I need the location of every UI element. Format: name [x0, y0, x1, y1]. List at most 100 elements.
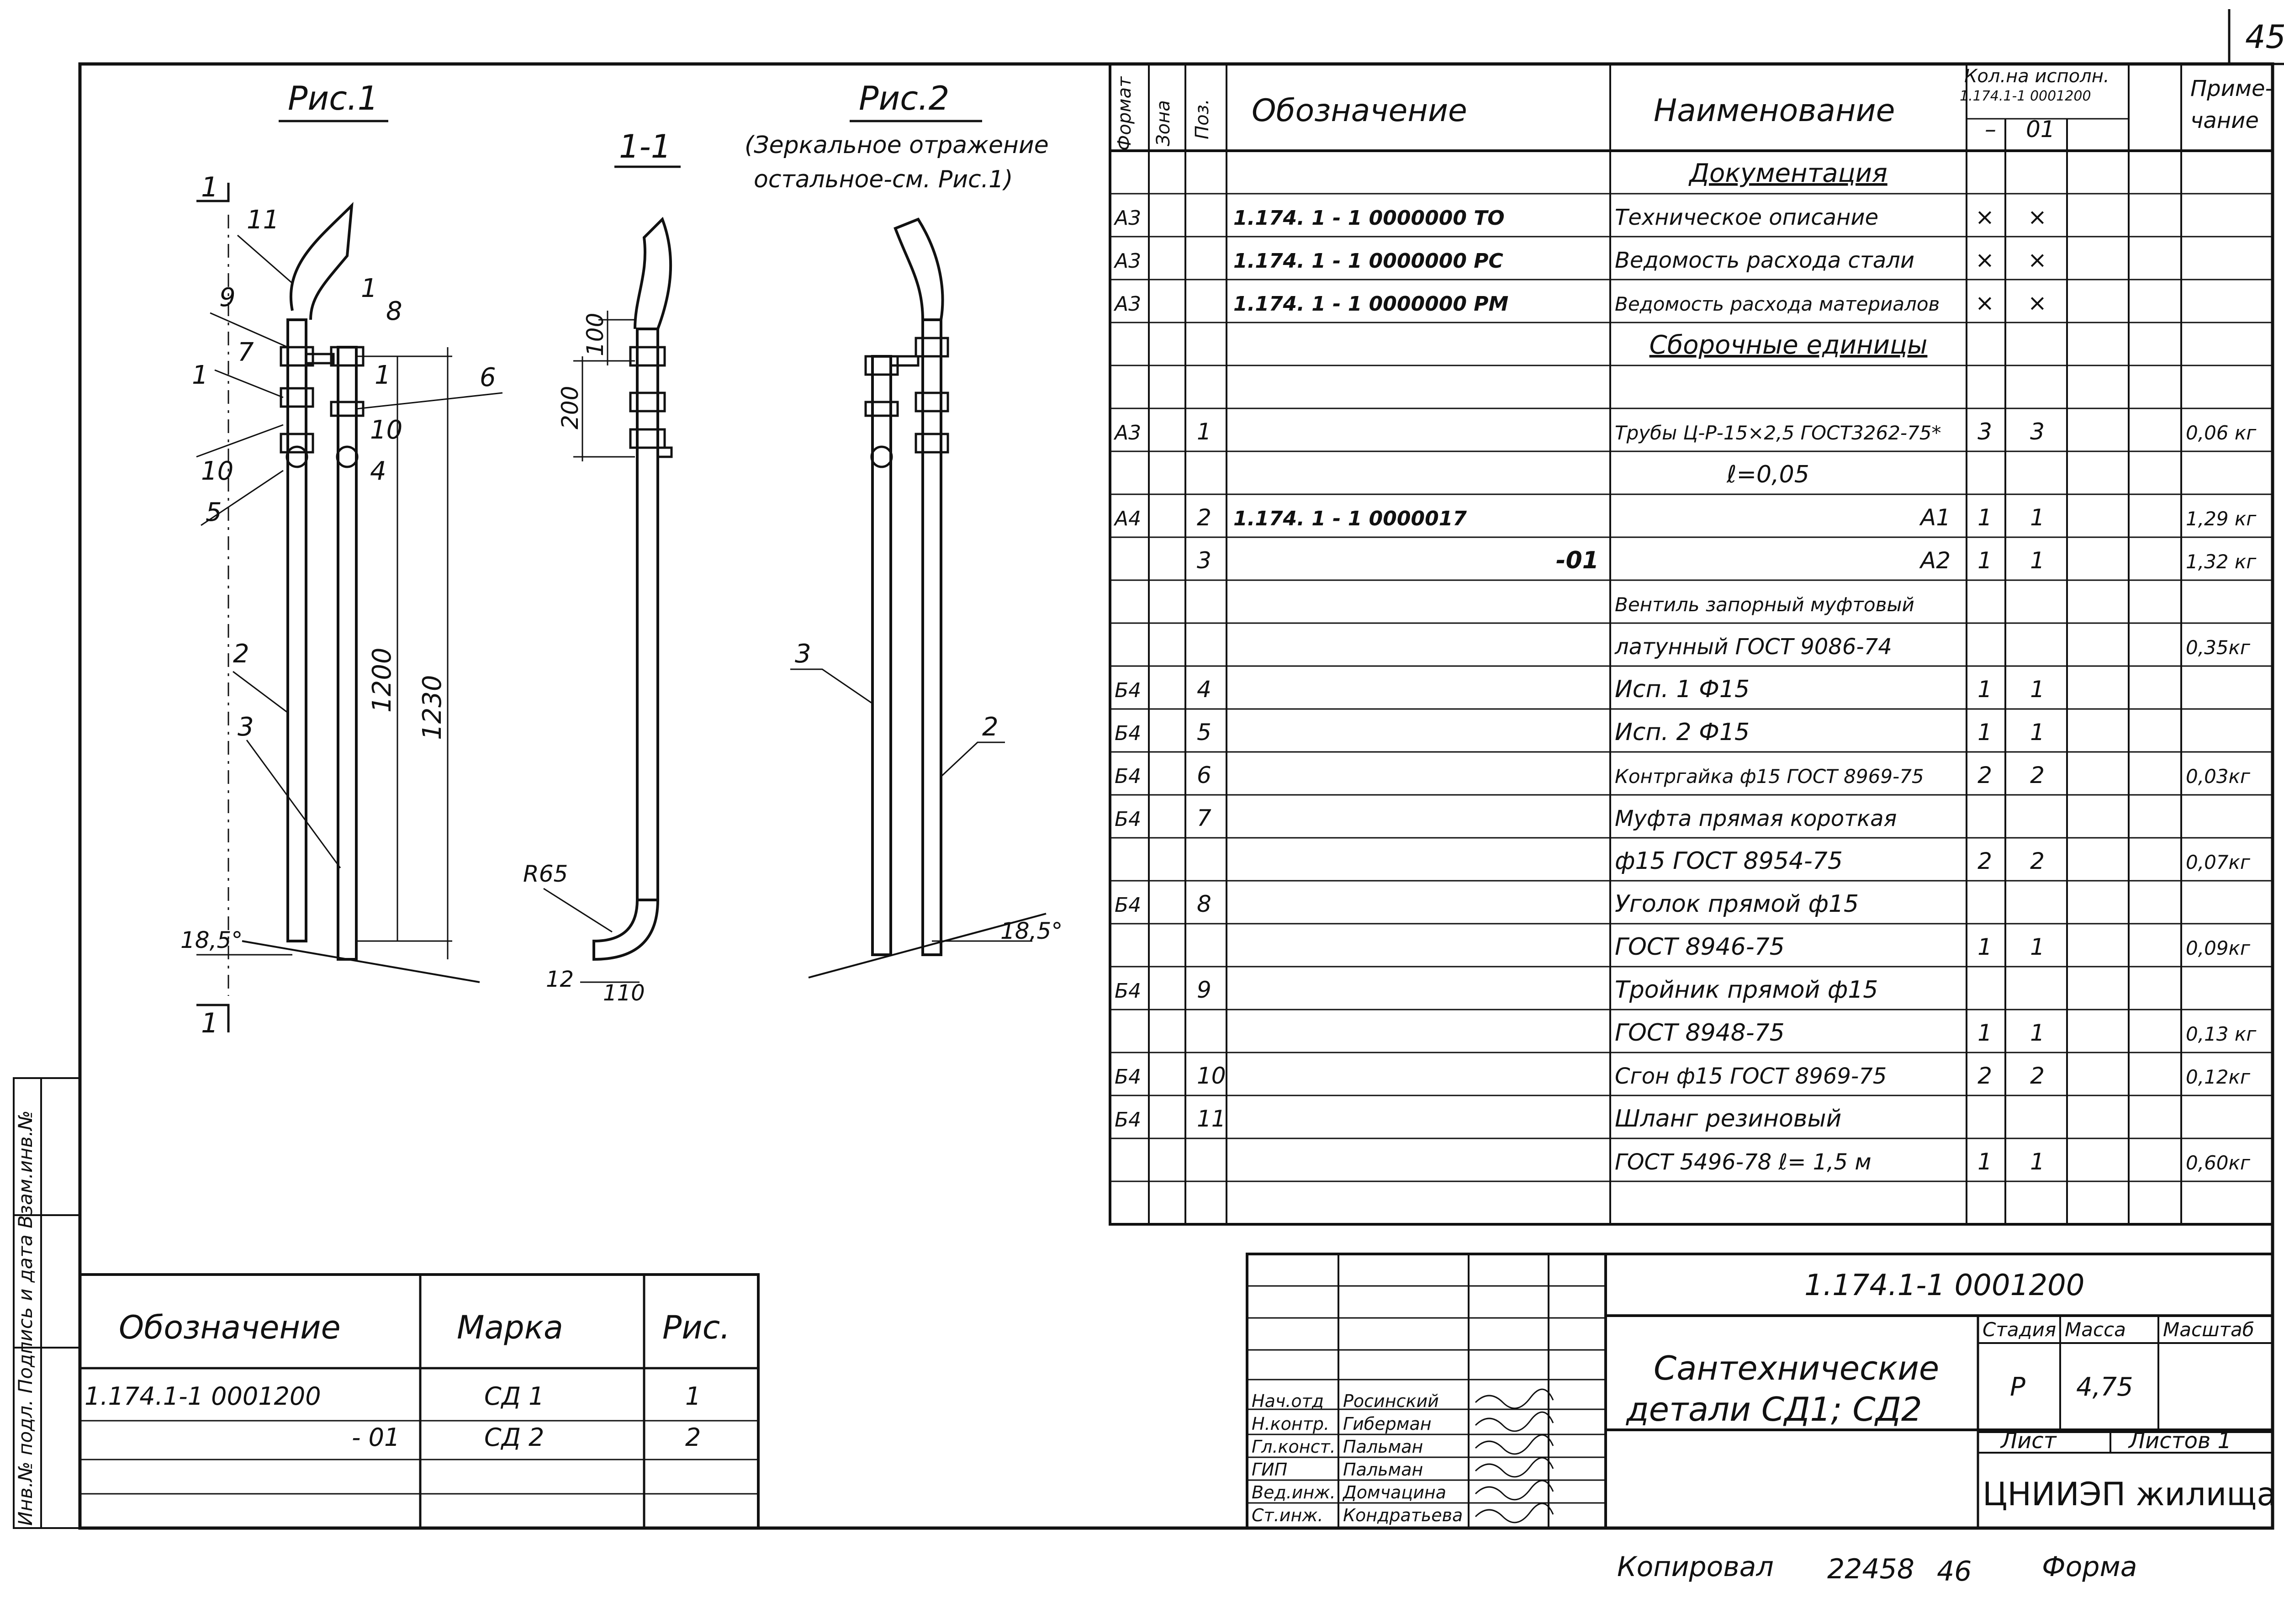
callout-9: 9 [219, 283, 236, 312]
variant-row-1-fig: 1 [685, 1382, 701, 1411]
spec-cell-name: А1 [1919, 504, 1951, 531]
spec-cell-pos: 10 [1197, 1063, 1226, 1089]
spec-cell-q1: 2 [1977, 1063, 1992, 1089]
spec-cell-q1: 1 [1977, 719, 1992, 746]
spec-row: ℓ=0,05 [1726, 461, 1809, 488]
spec-cell-q2: 2 [2030, 762, 2045, 788]
spec-table-grid [1109, 63, 2274, 1226]
signature-mark [1475, 1480, 1554, 1501]
spec-cell-format: Б4 [1115, 765, 1141, 788]
spec-cell-q1: × [1975, 204, 1994, 230]
staff-name: Пальман [1343, 1437, 1423, 1457]
spec-cell-q2: 3 [2030, 418, 2045, 445]
callout-1-left: 1 [192, 360, 208, 390]
callout-10-right: 10 [370, 415, 402, 445]
footer-copied: Копировал [1617, 1551, 1774, 1583]
col-qty-1: – [1985, 116, 1996, 143]
staff-name: Росинский [1343, 1391, 1439, 1411]
spec-cell-q1: 1 [1977, 934, 1992, 960]
side-strip-text: Инв.№ подл. Подпись и дата Взам.инв.№ [14, 1111, 37, 1526]
spec-cell-format: Б4 [1115, 1065, 1141, 1089]
spec-cell-name: Тройник прямой ф15 [1615, 976, 1878, 1004]
spec-cell-q1: 1 [1977, 1020, 1992, 1046]
col-note-2: чание [2190, 108, 2259, 133]
spec-cell-q1: × [1975, 290, 1994, 316]
spec-cell-name: Уголок прямой ф15 [1615, 890, 1859, 918]
spec-cell-q2: 1 [2030, 1148, 2045, 1175]
spec-cell-name: ГОСТ 8946-75 [1615, 933, 1785, 961]
staff-role: Гл.конст. [1252, 1437, 1336, 1457]
dim-1200: 1200 [367, 647, 397, 713]
spec-cell-designation: -01 [1556, 547, 1599, 574]
spec-cell-pos: 5 [1197, 719, 1211, 746]
spec-cell-q2: × [2028, 204, 2047, 230]
spec-cell-q1: 1 [1977, 1148, 1992, 1175]
spec-cell-name: Исп. 1 Ф15 [1615, 676, 1750, 703]
spec-cell-q2: 1 [2030, 676, 2045, 703]
staff-role: Нач.отд [1252, 1391, 1324, 1411]
spec-cell-name: Шланг резиновый [1615, 1105, 1841, 1132]
callout-4: 4 [370, 456, 386, 486]
spec-cell-pos: 1 [1197, 418, 1211, 445]
callout-5: 5 [206, 497, 222, 527]
organization: ЦНИИЭП жилища [1983, 1476, 2276, 1513]
spec-cell-note: 0,60кг [2186, 1152, 2251, 1174]
spec-cell-name: Ведомость расхода материалов [1615, 293, 1940, 315]
spec-cell-name: Ведомость расхода стали [1615, 248, 1914, 273]
footer: Копировал 22458 46 Форма [1617, 1551, 2137, 1587]
staff-name: Домчацина [1342, 1482, 1446, 1502]
spec-cell-name: латунный ГОСТ 9086-74 [1614, 634, 1892, 660]
callout-6: 6 [480, 363, 496, 392]
fig2-note-2: остальное-см. Рис.1) [754, 166, 1013, 193]
spec-cell-q1: 2 [1977, 762, 1992, 788]
spec-cell-name: Техническое описание [1615, 205, 1878, 230]
col-format: Формат [1114, 76, 1135, 151]
stage-label: Стадия [1983, 1318, 2056, 1341]
callout-3-fig2: 3 [795, 639, 811, 669]
spec-cell-pos: 11 [1197, 1106, 1226, 1132]
spec-cell-q1: 2 [1977, 848, 1992, 874]
staff-role: Н.контр. [1252, 1414, 1329, 1434]
spec-cell-q2: 1 [2030, 547, 2045, 574]
scale-label: Масштаб [2163, 1318, 2254, 1341]
spec-cell-pos: 6 [1197, 762, 1211, 788]
staff-name: Пальман [1343, 1460, 1423, 1480]
callout-11: 11 [247, 205, 279, 235]
col-pos: Поз. [1192, 99, 1213, 139]
spec-cell-name: Муфта прямая короткая [1615, 806, 1897, 831]
spec-cell-format: А3 [1113, 249, 1141, 273]
radius-label: R65 [523, 861, 568, 887]
signature-mark [1475, 1457, 1554, 1478]
fig2-note-1: (Зеркальное отражение [745, 132, 1049, 159]
stage-value: Р [2010, 1372, 2025, 1402]
figure-2: Рис.2 (Зеркальное отражение остальное-см… [745, 79, 1063, 979]
spec-cell-format: Б4 [1115, 1108, 1141, 1132]
col-qty-title: Кол.на исполн. [1964, 66, 2110, 87]
spec-row: Б4 11 Шланг резиновый [1115, 1105, 1841, 1132]
spec-row: А3 1.174. 1 - 1 0000000 ТО Техническое опи… [1113, 204, 2047, 230]
spec-cell-q2: 2 [2030, 848, 2045, 874]
spec-cell-q2: 1 [2030, 719, 2045, 746]
sheet-number: 45 [2245, 18, 2284, 56]
callout-8: 8 [386, 296, 402, 326]
spec-cell-format: А3 [1113, 206, 1141, 230]
callout-1-right: 1 [375, 360, 391, 390]
variants-col-fig: Рис. [662, 1309, 730, 1346]
footer-number-2: 46 [1937, 1555, 1972, 1587]
callout-10-left: 10 [201, 456, 233, 486]
spec-cell-format: Б4 [1115, 722, 1141, 745]
spec-cell-pos: 3 [1197, 547, 1211, 574]
spec-cell-designation: 1.174. 1 - 1 0000000 ТО [1233, 206, 1505, 230]
section-label: 1-1 [619, 128, 671, 165]
variant-row-2-fig: 2 [685, 1423, 701, 1452]
